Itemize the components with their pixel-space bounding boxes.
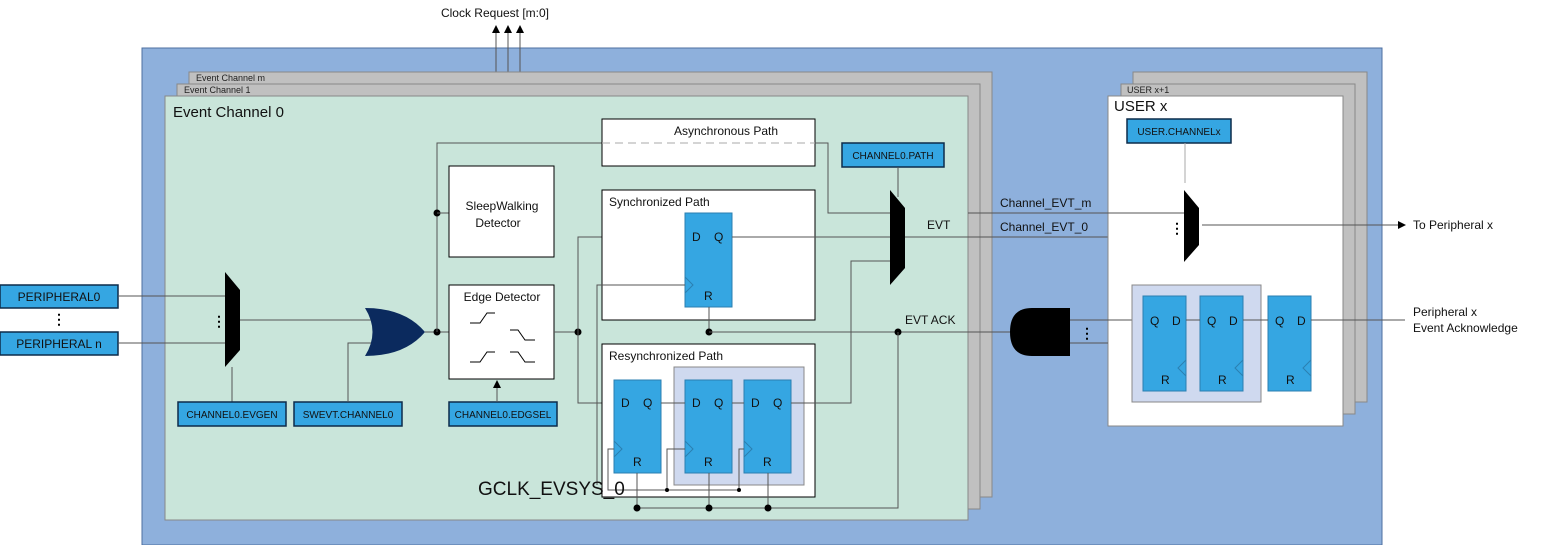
event-channel-m-label: Event Channel m bbox=[196, 73, 265, 83]
edge-detector bbox=[448, 284, 555, 380]
resync-flip-flop-1: D Q R bbox=[613, 379, 662, 474]
channel-evt-0-label: Channel_EVT_0 bbox=[1000, 220, 1088, 234]
vertical-ellipsis-icon: ⋮ bbox=[1170, 220, 1184, 236]
gclk-evsys-label: GCLK_EVSYS_0 bbox=[478, 479, 625, 500]
svg-text:Q: Q bbox=[714, 230, 723, 244]
channel-evt-m-label: Channel_EVT_m bbox=[1000, 196, 1091, 210]
swevt-channel0-register bbox=[293, 401, 403, 427]
peripheral0-label: PERIPHERAL0 bbox=[18, 290, 101, 304]
resync-flip-flop-3: D Q R bbox=[743, 379, 792, 474]
user-flip-flop-3: Q D R bbox=[1267, 295, 1312, 392]
event-channel-0 bbox=[164, 95, 969, 521]
sleepwalking-label: SleepWalking bbox=[466, 199, 539, 213]
svg-text:R: R bbox=[1161, 373, 1170, 387]
vertical-ellipsis-icon: ⋮ bbox=[52, 311, 66, 327]
svg-text:Q: Q bbox=[643, 396, 652, 410]
user-flip-flop-2: Q D R bbox=[1199, 295, 1244, 392]
svg-text:R: R bbox=[633, 455, 642, 469]
svg-text:R: R bbox=[704, 455, 713, 469]
svg-text:D: D bbox=[1172, 314, 1181, 328]
vertical-ellipsis-icon: ⋮ bbox=[212, 313, 226, 329]
svg-text:Q: Q bbox=[1150, 314, 1159, 328]
swevt-channel0-label: SWEVT.CHANNEL0 bbox=[303, 410, 394, 421]
synchronized-path-label: Synchronized Path bbox=[609, 195, 710, 209]
asynchronous-path-label: Asynchronous Path bbox=[674, 124, 778, 138]
peripheral-x-ack-label: Peripheral x bbox=[1413, 305, 1477, 319]
resynchronized-path-label: Resynchronized Path bbox=[609, 349, 723, 363]
resync-flip-flop-2: D Q R bbox=[684, 379, 733, 474]
input-mux bbox=[225, 272, 240, 367]
svg-text:D: D bbox=[751, 396, 760, 410]
channel0-edgsel-label: CHANNEL0.EDGSEL bbox=[455, 410, 552, 421]
svg-text:R: R bbox=[1286, 373, 1295, 387]
to-peripheral-label: To Peripheral x bbox=[1413, 218, 1493, 232]
edge-waveform-icon bbox=[470, 312, 535, 363]
sleepwalking-detector bbox=[448, 165, 555, 258]
user-channelx-label: USER.CHANNELx bbox=[1137, 127, 1220, 138]
svg-text:R: R bbox=[704, 289, 713, 303]
path-mux bbox=[890, 190, 905, 285]
channel0-evgen-register bbox=[177, 401, 287, 427]
evt-ack-label: EVT ACK bbox=[905, 313, 955, 327]
svg-text:Q: Q bbox=[1207, 314, 1216, 328]
evt-label: EVT bbox=[927, 218, 951, 232]
svg-text:D: D bbox=[1297, 314, 1306, 328]
svg-text:D: D bbox=[692, 230, 701, 244]
svg-text:Q: Q bbox=[1275, 314, 1284, 328]
svg-text:Q: Q bbox=[773, 396, 782, 410]
channel0-path-register bbox=[841, 142, 945, 168]
svg-text:R: R bbox=[763, 455, 772, 469]
and-gate bbox=[1010, 308, 1070, 356]
sync-flip-flop: D Q R bbox=[684, 212, 733, 308]
vertical-ellipsis-icon: ⋮ bbox=[1080, 325, 1094, 341]
user-x-plus-1-label: USER x+1 bbox=[1127, 85, 1169, 95]
event-channel-1-label: Event Channel 1 bbox=[184, 85, 251, 95]
detector-label: Detector bbox=[475, 216, 520, 230]
user-flip-flop-1: Q D R bbox=[1142, 295, 1187, 392]
user-mux bbox=[1184, 190, 1199, 262]
channel0-evgen-label: CHANNEL0.EVGEN bbox=[186, 410, 277, 421]
peripheraln-label: PERIPHERAL n bbox=[16, 337, 102, 351]
clock-request-label: Clock Request [m:0] bbox=[441, 6, 549, 20]
user-channelx-register bbox=[1126, 118, 1232, 144]
user-x-label: USER x bbox=[1114, 98, 1168, 115]
svg-text:D: D bbox=[621, 396, 630, 410]
svg-text:D: D bbox=[1229, 314, 1238, 328]
event-channel-0-label: Event Channel 0 bbox=[173, 104, 284, 121]
svg-text:Q: Q bbox=[714, 396, 723, 410]
svg-text:D: D bbox=[692, 396, 701, 410]
channel0-edgsel-register bbox=[448, 401, 558, 427]
channel0-path-label: CHANNEL0.PATH bbox=[852, 151, 933, 162]
svg-text:R: R bbox=[1218, 373, 1227, 387]
or-gate bbox=[365, 308, 425, 356]
edge-detector-label: Edge Detector bbox=[464, 290, 541, 304]
event-acknowledge-label: Event Acknowledge bbox=[1413, 321, 1518, 335]
